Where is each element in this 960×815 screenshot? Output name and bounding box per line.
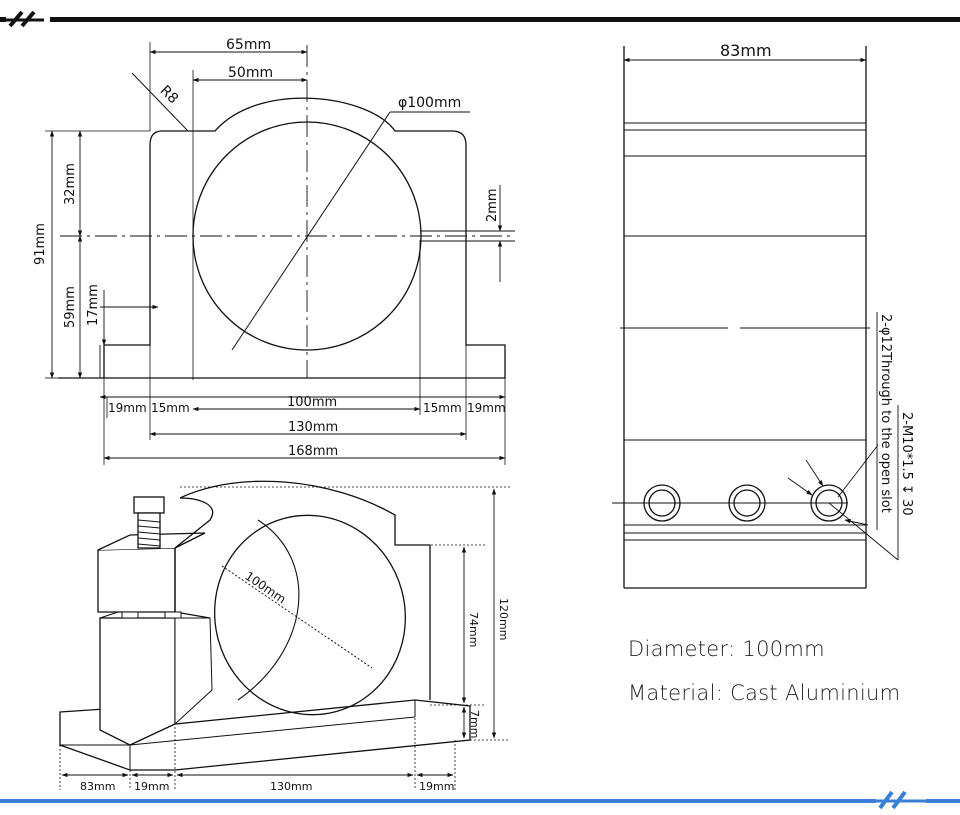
dim-19mm-right: 19mm (467, 401, 506, 415)
dim-19mm-left: 19mm (108, 401, 147, 415)
iso-view (59, 480, 510, 790)
dim-50mm: 50mm (228, 65, 273, 81)
dim-2mm: 2mm (485, 188, 500, 222)
dim-15mm-right: 15mm (423, 401, 462, 415)
dim-130mm: 130mm (288, 420, 338, 435)
front-outline (58, 97, 506, 379)
dim-91mm: 91mm (33, 223, 48, 265)
dim-15mm-left: 15mm (151, 401, 190, 415)
dim-19mm-iso-left: 19mm (134, 780, 169, 793)
front-view (45, 42, 515, 465)
side-view (612, 46, 899, 589)
dim-120mm: 120mm (497, 598, 510, 640)
dim-65mm: 65mm (226, 37, 271, 53)
dim-r8: R8 (157, 83, 181, 107)
material-spec: Material: Cast Aluminium (628, 681, 901, 705)
dim-168mm: 168mm (288, 444, 338, 459)
dim-74mm: 74mm (467, 612, 480, 647)
dim-83mm-iso: 83mm (80, 780, 115, 793)
diameter-spec: Diameter: 100mm (628, 637, 825, 661)
hole-note: 2-φ12Through to the open slot (878, 314, 893, 513)
footer-band (0, 790, 960, 810)
dim-100mm-iso: 100mm (242, 569, 288, 606)
dim-130mm-iso: 130mm (270, 780, 312, 793)
thread-note: 2-M10*1.5 ↧ 30 (899, 412, 914, 516)
dim-phi100mm: φ100mm (398, 95, 461, 111)
dim-32mm: 32mm (63, 163, 78, 205)
dim-59mm: 59mm (63, 286, 78, 328)
dim-83mm-side: 83mm (720, 41, 772, 60)
dim-19mm-iso-right: 19mm (419, 780, 454, 793)
dim-17mm: 17mm (86, 284, 101, 326)
dim-100mm: 100mm (287, 395, 337, 410)
header-band (0, 10, 960, 28)
dim-7mm: 7mm (468, 710, 481, 738)
